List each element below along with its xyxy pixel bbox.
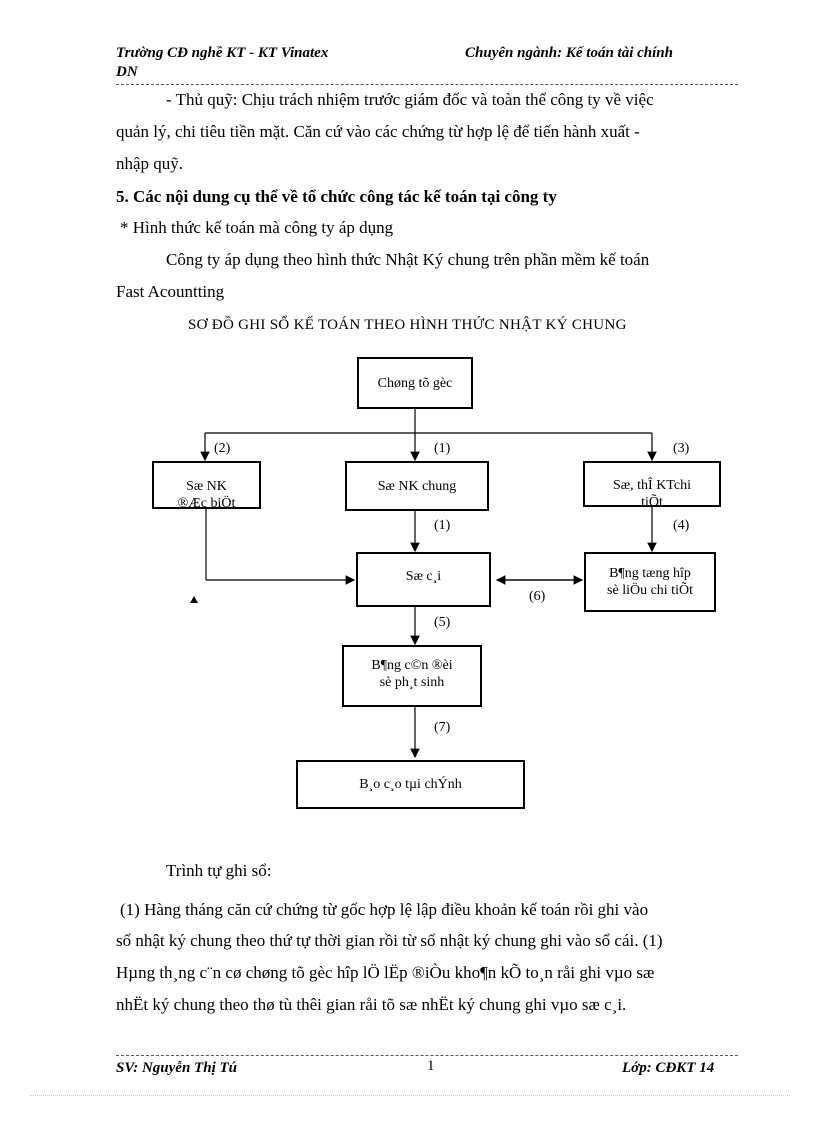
para1-line2: quản lý, chi tiêu tiền mặt. Căn cứ vào c…	[116, 122, 640, 141]
box-so-the-chi-tiet: Sæ, thÎ KTchi tiÕt	[583, 461, 721, 507]
box-bang-tong-hop-line2: sè liÖu chi tiÕt	[607, 583, 693, 598]
box-bang-can-doi-line1: B¶ng c©n ®èi	[371, 658, 453, 673]
box-so-cai: Sæ c¸i	[356, 552, 491, 607]
box-so-nk-dac-biet-line2: ®Æc biÖt	[177, 496, 236, 509]
box-bang-can-doi: B¶ng c©n ®èi sè ph¸t sinh	[342, 645, 482, 707]
box-so-nk-dac-biet-line1: Sæ NK	[186, 479, 227, 494]
para3-line2: sổ nhật ký chung theo thứ tự thời gian r…	[116, 931, 663, 950]
footer-page-number: 1	[427, 1058, 435, 1074]
box-so-nk-chung: Sæ NK chung	[345, 461, 489, 511]
arrow-label-1b: (1)	[434, 518, 451, 533]
box-so-cai-label: Sæ c¸i	[405, 569, 442, 584]
para3-line1: (1) Hàng tháng căn cứ chứng từ gốc hợp l…	[120, 900, 649, 919]
para2-line2: Fast Acountting	[116, 282, 225, 301]
arrow-label-6: (6)	[529, 589, 546, 604]
trinh-tu-heading: Trình tự ghi sổ:	[166, 861, 272, 880]
header-major: Chuyên ngành: Kế toán tài chính	[465, 45, 673, 61]
footer-class: Lớp: CĐKT 14	[622, 1060, 715, 1076]
para1-line3: nhập quỹ.	[116, 154, 184, 173]
bullet-line: * Hình thức kế toán mà công ty áp dụng	[120, 218, 394, 237]
section-heading: 5. Các nội dung cụ thể về tổ chức công t…	[116, 187, 557, 206]
para2-line1: Công ty áp dụng theo hình thức Nhật Ký c…	[166, 250, 650, 269]
arrow-label-5: (5)	[434, 615, 451, 630]
para3-line3: Hµng th¸ng c¨n cø chøng tõ gèc hîp lÖ lË…	[116, 963, 655, 982]
box-so-nk-chung-label: Sæ NK chung	[377, 478, 457, 494]
box-bang-tong-hop: B¶ng tæng hîp sè liÖu chi tiÕt	[584, 552, 716, 612]
box-bang-can-doi-line2: sè ph¸t sinh	[379, 675, 445, 690]
arrow-label-1a: (1)	[434, 441, 451, 456]
box-chung-tu-goc: Chøng tõ gèc	[357, 357, 473, 409]
arrow-label-3: (3)	[673, 441, 690, 456]
header-divider	[116, 84, 738, 85]
box-so-the-chi-tiet-line2: tiÕt	[641, 495, 663, 507]
box-bao-cao-tai-chinh-label: B¸o c¸o tµi chÝnh	[359, 777, 462, 792]
box-chung-tu-goc-label: Chøng tõ gèc	[377, 375, 453, 391]
para1-line1: - Thủ quỹ: Chịu trách nhiệm trước giám đ…	[166, 90, 654, 109]
box-so-the-chi-tiet-line1: Sæ, thÎ KTchi	[613, 478, 691, 493]
header-school: Trường CĐ nghề KT - KT Vinatex	[116, 45, 329, 61]
arrow-label-4: (4)	[673, 518, 690, 533]
arrow-label-2: (2)	[214, 441, 231, 456]
header-school-cont: DN	[116, 64, 138, 80]
box-bang-tong-hop-line1: B¶ng tæng hîp	[609, 566, 691, 581]
arrow-label-7: (7)	[434, 720, 451, 735]
box-so-nk-dac-biet: Sæ NK ®Æc biÖt	[152, 461, 261, 509]
para3-line4: nhËt ký chung theo thø tù thêi gian råi …	[116, 995, 627, 1014]
page-bottom-edge	[30, 1095, 790, 1096]
footer-student: SV: Nguyễn Thị Tú	[116, 1060, 237, 1076]
diagram-title: SƠ ĐỒ GHI SỔ KẾ TOÁN THEO HÌNH THỨC NHẬT…	[188, 317, 627, 333]
footer-divider	[116, 1055, 738, 1056]
box-bao-cao-tai-chinh: B¸o c¸o tµi chÝnh	[296, 760, 525, 809]
